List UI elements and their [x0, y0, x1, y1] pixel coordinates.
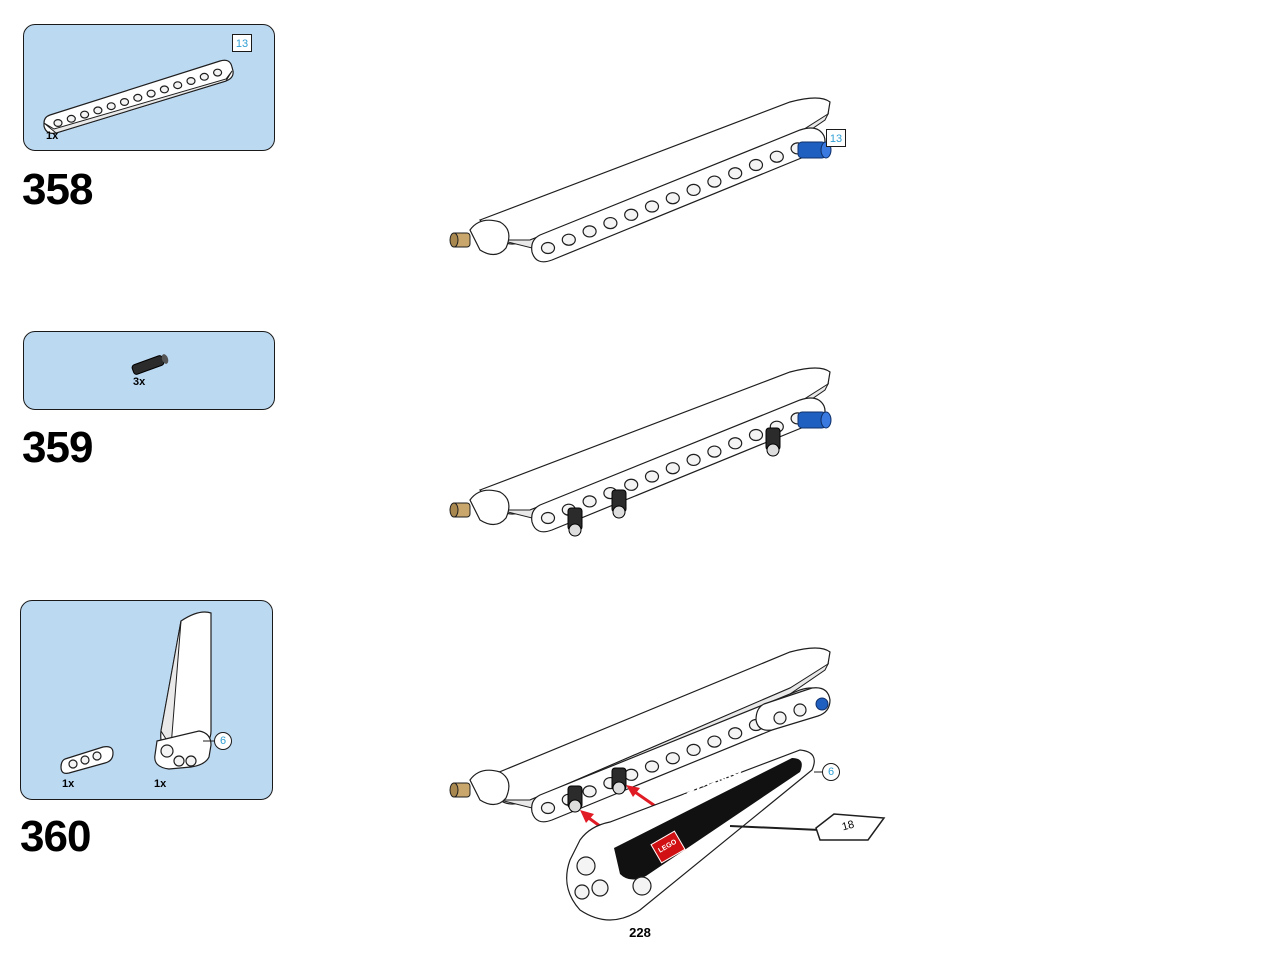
beam-hole	[66, 114, 76, 123]
beam-hole	[540, 241, 556, 255]
qty-label: 1x	[46, 130, 59, 142]
panel-part-image	[154, 611, 215, 770]
beam-hole	[624, 208, 639, 221]
step-number: 358	[22, 165, 93, 214]
beam-hole	[686, 743, 701, 757]
beam-hole	[644, 200, 660, 213]
beam-hole	[707, 175, 722, 188]
beam-hole	[582, 495, 597, 508]
beam-hole	[106, 102, 116, 111]
beam-3-part-image	[60, 746, 114, 774]
beam-hole	[582, 225, 597, 238]
beam-hole	[603, 216, 618, 230]
length-indicator: 13	[826, 129, 846, 147]
beam-hole	[119, 97, 130, 106]
qty-label: 1x	[154, 778, 167, 790]
parts-callout-358: 1x 13	[23, 24, 275, 151]
beam-hole	[540, 511, 556, 525]
parts-callout-360: 1x 1x 6	[20, 600, 273, 800]
insertion-arrow	[626, 785, 659, 810]
beam-hole	[159, 85, 169, 94]
beam-hole	[707, 445, 722, 458]
beam-hole	[582, 785, 597, 798]
length-indicator: 6	[822, 763, 840, 781]
model-assembly-358	[449, 97, 832, 263]
beam-hole	[53, 118, 63, 127]
beam-hole	[213, 68, 223, 77]
black-pin	[567, 507, 583, 537]
beam-hole	[173, 81, 183, 90]
beam-hole	[686, 453, 701, 467]
black-pin	[765, 427, 781, 457]
model-assembly-359	[449, 367, 832, 537]
beam-hole	[561, 233, 576, 246]
beam-hole	[79, 110, 90, 119]
beam-hole	[199, 72, 209, 81]
beam-hole	[186, 76, 196, 85]
black-pin-part-image	[131, 354, 169, 375]
step-number: 359	[22, 423, 93, 472]
parts-images-360	[60, 611, 215, 774]
parts-callout-359: 3x	[23, 331, 275, 410]
beam-13-part-image	[43, 59, 234, 134]
beam-hole	[665, 462, 680, 475]
step-number: 360	[20, 812, 91, 861]
beam-hole	[686, 183, 701, 197]
beam-hole	[93, 106, 103, 115]
black-pin	[611, 489, 627, 519]
beam-hole	[540, 801, 556, 815]
beam-hole	[624, 768, 639, 781]
beam-hole	[644, 760, 660, 773]
model-assembly-360	[449, 647, 886, 921]
qty-label: 3x	[133, 376, 146, 388]
page-number: 228	[629, 925, 651, 940]
lego-logo-text: LEGO	[657, 838, 679, 855]
beam-hole	[644, 470, 660, 483]
qty-label: 1x	[62, 778, 75, 790]
beam-hole	[728, 437, 743, 450]
beam-hole	[146, 89, 156, 98]
beam-hole	[728, 727, 743, 740]
beam-hole	[748, 158, 764, 172]
beam-hole	[665, 752, 680, 765]
beam-hole	[707, 735, 722, 748]
beam-hole	[769, 150, 784, 163]
beam-hole	[624, 478, 639, 491]
beam-hole	[133, 93, 143, 102]
beam-hole	[665, 192, 680, 205]
length-indicator: 6	[214, 732, 232, 750]
beam-hole	[728, 167, 743, 180]
length-indicator: 13	[232, 34, 252, 52]
beam-hole	[748, 428, 764, 442]
